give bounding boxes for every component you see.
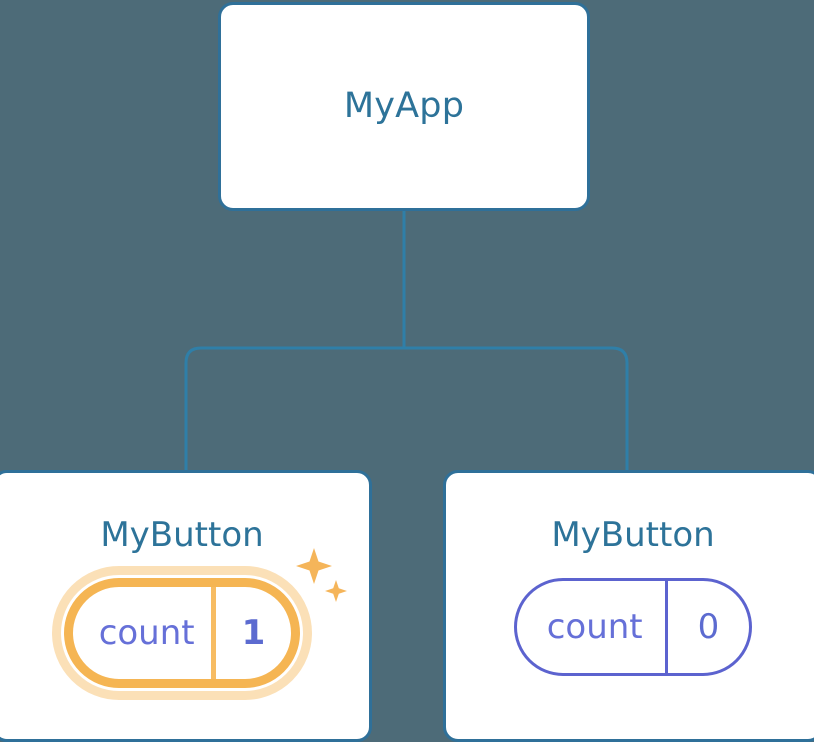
node-mybutton-left[interactable]: MyButton count 1 bbox=[0, 470, 372, 742]
state-pill-outer-left: count 1 bbox=[51, 548, 348, 700]
state-key-right: count bbox=[546, 607, 643, 647]
node-myapp[interactable]: MyApp bbox=[218, 2, 590, 211]
sparkles-icon bbox=[296, 548, 348, 602]
state-key-left: count bbox=[98, 613, 195, 653]
sparkle-small-icon bbox=[325, 580, 348, 602]
state-pill-divider-left bbox=[210, 587, 216, 679]
state-pill-right[interactable]: count 0 bbox=[513, 578, 753, 676]
node-mybutton-right[interactable]: MyButton count 0 bbox=[443, 470, 814, 742]
connector-branch-bar bbox=[184, 346, 629, 470]
state-pill-divider-right bbox=[664, 581, 668, 673]
node-mybutton-right-title: MyButton bbox=[551, 515, 715, 555]
state-value-left: 1 bbox=[241, 613, 266, 653]
state-pill-wrap-left: count 1 bbox=[0, 548, 369, 700]
node-myapp-title: MyApp bbox=[343, 86, 465, 126]
state-pill-wrap-right: count 0 bbox=[446, 578, 814, 676]
sparkle-large-icon bbox=[296, 548, 333, 584]
state-pill-outer-right: count 0 bbox=[513, 578, 753, 676]
node-mybutton-left-title: MyButton bbox=[100, 515, 264, 555]
state-value-right: 0 bbox=[697, 607, 720, 647]
state-pill-left[interactable]: count 1 bbox=[63, 578, 301, 688]
